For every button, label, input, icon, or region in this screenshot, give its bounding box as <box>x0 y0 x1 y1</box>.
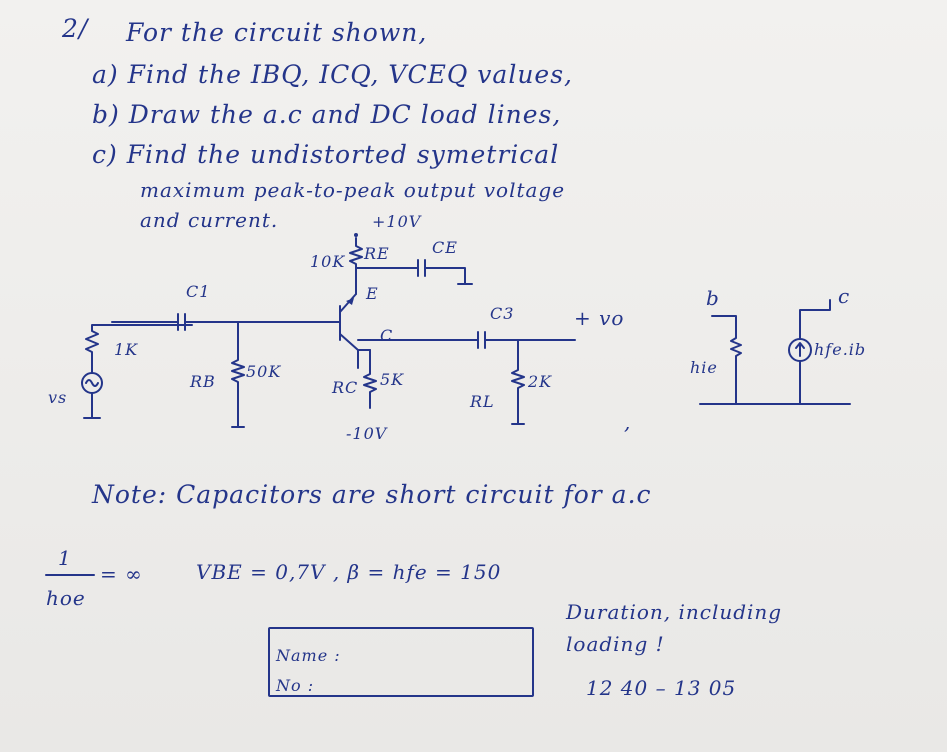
rb-resistor-icon <box>231 321 245 428</box>
source-resistor-label: 1K <box>114 340 139 359</box>
current-source-icon <box>788 299 831 405</box>
emitter-label: E <box>366 284 379 303</box>
name-label: Name : <box>276 646 341 665</box>
ce-label: CE <box>432 238 458 257</box>
re-value-label: 10K <box>310 252 346 271</box>
rb-value-label: 50K <box>246 362 282 381</box>
c1-capacitor-icon <box>177 313 186 331</box>
part-c-line3: and current. <box>140 208 279 232</box>
c3-capacitor-icon <box>477 331 486 349</box>
separator-comma: , <box>624 410 632 434</box>
problem-intro: For the circuit shown, <box>126 18 428 47</box>
number-label: No : <box>276 676 315 695</box>
signal-source-icon <box>81 359 103 419</box>
answer-box[interactable] <box>268 627 534 697</box>
hie-resistor-icon <box>711 315 742 405</box>
current-source-label: hfe.ib <box>814 340 867 359</box>
c3-label: C3 <box>490 304 515 323</box>
duration-time: 12 40 – 13 05 <box>586 676 737 700</box>
duration-line2: loading ! <box>566 632 665 656</box>
model-collector-label: c <box>838 284 851 308</box>
re-label: RE <box>364 244 390 263</box>
problem-number: 2/ <box>62 14 89 43</box>
supply-positive-label: +10V <box>372 212 422 231</box>
rc-resistor-icon <box>363 349 377 409</box>
collector-label: C <box>380 326 394 345</box>
rl-label: RL <box>470 392 495 411</box>
c1-label: C1 <box>186 282 211 301</box>
rb-label: RB <box>190 372 216 391</box>
hoe-denominator: hoe <box>46 586 86 610</box>
note-text: Note: Capacitors are short circuit for a… <box>92 480 652 509</box>
supply-negative-label: -10V <box>346 424 388 443</box>
parameters-text: VBE = 0,7V , β = hfe = 150 <box>196 560 502 584</box>
source-resistor-icon <box>85 324 193 361</box>
vs-label: vs <box>48 388 68 407</box>
rc-value-label: 5K <box>380 370 405 389</box>
hie-label: hie <box>690 358 718 377</box>
hoe-value: = ∞ <box>100 562 143 586</box>
part-c-line1: c) Find the undistorted symetrical <box>92 140 560 169</box>
hoe-numerator: 1 <box>58 546 72 570</box>
re-resistor-icon <box>349 237 363 271</box>
rl-resistor-icon <box>511 339 525 425</box>
transistor-icon <box>339 269 359 369</box>
part-c-line2: maximum peak-to-peak output voltage <box>140 178 566 202</box>
model-base-label: b <box>706 286 720 310</box>
rl-value-label: 2K <box>528 372 553 391</box>
rc-label: RC <box>332 378 359 397</box>
ce-capacitor-icon <box>417 259 426 277</box>
part-a-text: a) Find the IBQ, ICQ, VCEQ values, <box>92 60 573 89</box>
duration-line1: Duration, including <box>566 600 783 624</box>
part-b-text: b) Draw the a.c and DC load lines, <box>92 100 562 129</box>
vo-label: + vo <box>574 306 625 330</box>
